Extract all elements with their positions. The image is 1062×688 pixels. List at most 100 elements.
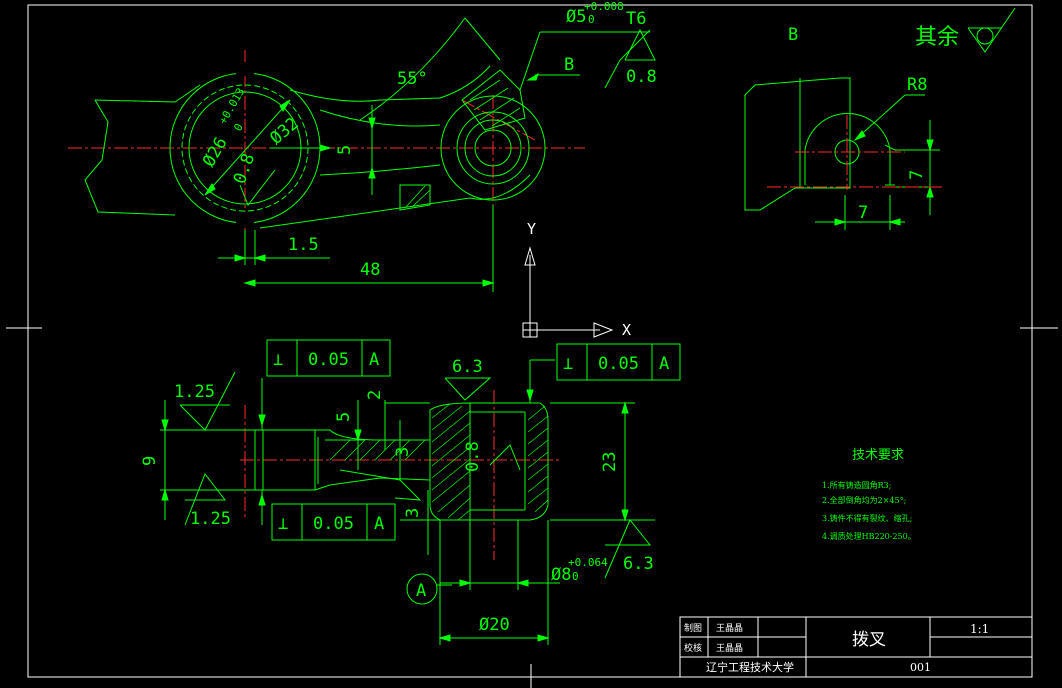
top-dia-outer: Ø32 xyxy=(266,114,302,149)
view-b: B R8 7 7 xyxy=(744,25,945,230)
left-break-line xyxy=(84,99,176,216)
top-t6: T6 xyxy=(626,9,646,29)
dim-dia-8: Ø8 xyxy=(551,565,571,585)
fcf-bottom-value: 0.05 xyxy=(313,514,354,534)
title-drawing-no: 001 xyxy=(910,661,931,674)
title-school: 辽宁工程技术大学 xyxy=(706,660,794,674)
top-dia-hole-tol-lower: 0 xyxy=(588,13,595,26)
technical-requirements: 技术要求 1.所有铸造圆角R3; 2.全部倒角均为2×45°; 3.铸件不得有裂… xyxy=(822,448,916,541)
rest-roughness-mark: 其余 xyxy=(915,7,1016,53)
ucs-icon xyxy=(522,246,614,338)
view-b-body xyxy=(744,77,851,211)
dim-dia-8-tol-upper: +0.064 xyxy=(568,556,608,569)
title-block: 制图 王晶晶 校核 王晶晶 拨叉 1:1 辽宁工程技术大学 001 xyxy=(679,616,1033,678)
rib-section xyxy=(399,184,431,211)
right-boss-inner xyxy=(464,119,522,177)
roughness-125-bottom: 1.25 xyxy=(190,509,231,529)
dim-5-front: 5 xyxy=(334,412,354,422)
dim-2: 2 xyxy=(365,390,385,400)
tech-req-item-4: 4.调质处理HB220-250。 xyxy=(822,531,916,541)
title-checked-label: 校核 xyxy=(684,642,702,654)
axis-y-label: Y xyxy=(527,220,536,238)
lower-arm-right xyxy=(259,174,531,229)
view-b-title: B xyxy=(788,25,798,45)
roughness-63-right-symbol xyxy=(604,519,652,579)
top-dia-hole-tol-upper: +0.008 xyxy=(584,0,624,13)
pin-section-hatch xyxy=(469,79,521,127)
dim-9: 9 xyxy=(140,456,160,466)
front-left-boss xyxy=(254,429,316,491)
view-b-radius: R8 xyxy=(907,75,927,95)
top-view: 55° Ø5 +0.008 0 T6 B 0.8 Ø26 +0.013 0 Ø3… xyxy=(68,0,657,292)
top-dia-bore: Ø26 xyxy=(199,134,232,171)
title-checked-name: 王晶晶 xyxy=(716,643,743,654)
fcf-bottom-datum: A xyxy=(374,514,384,534)
axis-x-label: X xyxy=(622,321,631,339)
fcf-top-left-datum: A xyxy=(369,350,379,370)
dim-dia-20: Ø20 xyxy=(479,615,510,635)
roughness-125-bottom-symbol xyxy=(184,472,227,526)
top-roughness-08: 0.8 xyxy=(626,67,657,87)
dim-23: 23 xyxy=(600,452,620,472)
title-drawn-name: 王晶晶 xyxy=(716,623,743,634)
front-hub-right xyxy=(470,402,549,521)
roughness-63-right: 6.3 xyxy=(623,554,654,574)
top-roughness-bore: 0.8 xyxy=(230,151,259,187)
top-section-mark: B xyxy=(564,55,574,75)
top-dia-hole: Ø5 xyxy=(566,7,586,27)
upper-arm-inner xyxy=(319,109,441,127)
tech-req-item-1: 1.所有铸造圆角R3; xyxy=(822,480,891,490)
roughness-63-top: 6.3 xyxy=(452,357,483,377)
top-view-centerlines xyxy=(68,50,585,260)
fcf-top-left-symbol: ⊥ xyxy=(273,350,283,370)
fcf-top-right-box xyxy=(556,343,681,381)
right-boss-hole xyxy=(474,129,512,167)
view-b-lug xyxy=(804,113,891,185)
front-view: ⊥ 0.05 A ⊥ 0.05 A ⊥ 0.05 A 1.25 1.25 6.3… xyxy=(140,339,681,645)
top-dim-48: 48 xyxy=(360,260,380,280)
top-angle-55: 55° xyxy=(397,69,428,89)
title-drawn-label: 制图 xyxy=(684,622,702,634)
upper-arm-right xyxy=(289,65,491,102)
top-dia-bore-tol-upper: +0.013 xyxy=(216,86,247,127)
lower-arm-inner xyxy=(319,164,441,176)
fcf-top-right-value: 0.05 xyxy=(598,354,639,374)
right-boss-outer xyxy=(440,95,546,201)
front-hub-left xyxy=(429,402,471,521)
fcf-top-right-symbol: ⊥ xyxy=(563,354,573,374)
sheet-frame xyxy=(6,4,1058,688)
tech-req-item-2: 2.全部倒角均为2×45°; xyxy=(822,495,906,505)
top-dim-5: 5 xyxy=(335,145,355,155)
dim-3-top: 3 xyxy=(393,447,413,457)
roughness-08-front: 0.8 xyxy=(463,441,483,472)
top-dia-bore-tol-lower: 0 xyxy=(231,121,246,133)
title-scale: 1:1 xyxy=(970,622,989,636)
front-rib xyxy=(339,469,422,501)
roughness-125-top-symbol xyxy=(179,371,236,431)
datum-a-label: A xyxy=(416,581,426,601)
fcf-bottom-symbol: ⊥ xyxy=(278,514,288,534)
front-hub-hatch xyxy=(329,403,549,521)
roughness-08-front-symbol xyxy=(489,444,521,471)
pin-section-outline xyxy=(461,69,526,131)
tech-req-title: 技术要求 xyxy=(852,448,904,463)
title-part-name: 拨叉 xyxy=(852,630,886,650)
top-dim-15: 1.5 xyxy=(288,235,319,255)
fcf-top-right-datum: A xyxy=(659,354,669,374)
dim-3-bottom: 3 xyxy=(403,508,423,518)
view-b-dim-7-horizontal: 7 xyxy=(858,203,868,223)
upper-arm-left xyxy=(94,84,201,103)
dim-dia-8-tol-lower: 0 xyxy=(572,570,579,583)
view-b-dim-7-vertical: 7 xyxy=(907,170,927,180)
fcf-top-left-box xyxy=(266,339,391,377)
roughness-125-top: 1.25 xyxy=(174,382,215,402)
rest-label: 其余 xyxy=(915,25,959,50)
tech-req-item-3: 3.铸件不得有裂纹、缩孔; xyxy=(822,513,912,523)
fcf-bottom-box xyxy=(271,503,396,541)
front-arm xyxy=(314,429,431,491)
datum-a-circle xyxy=(406,573,438,605)
rest-roughness-symbol-icon xyxy=(976,27,994,45)
roughness-63-top-symbol xyxy=(444,377,492,401)
